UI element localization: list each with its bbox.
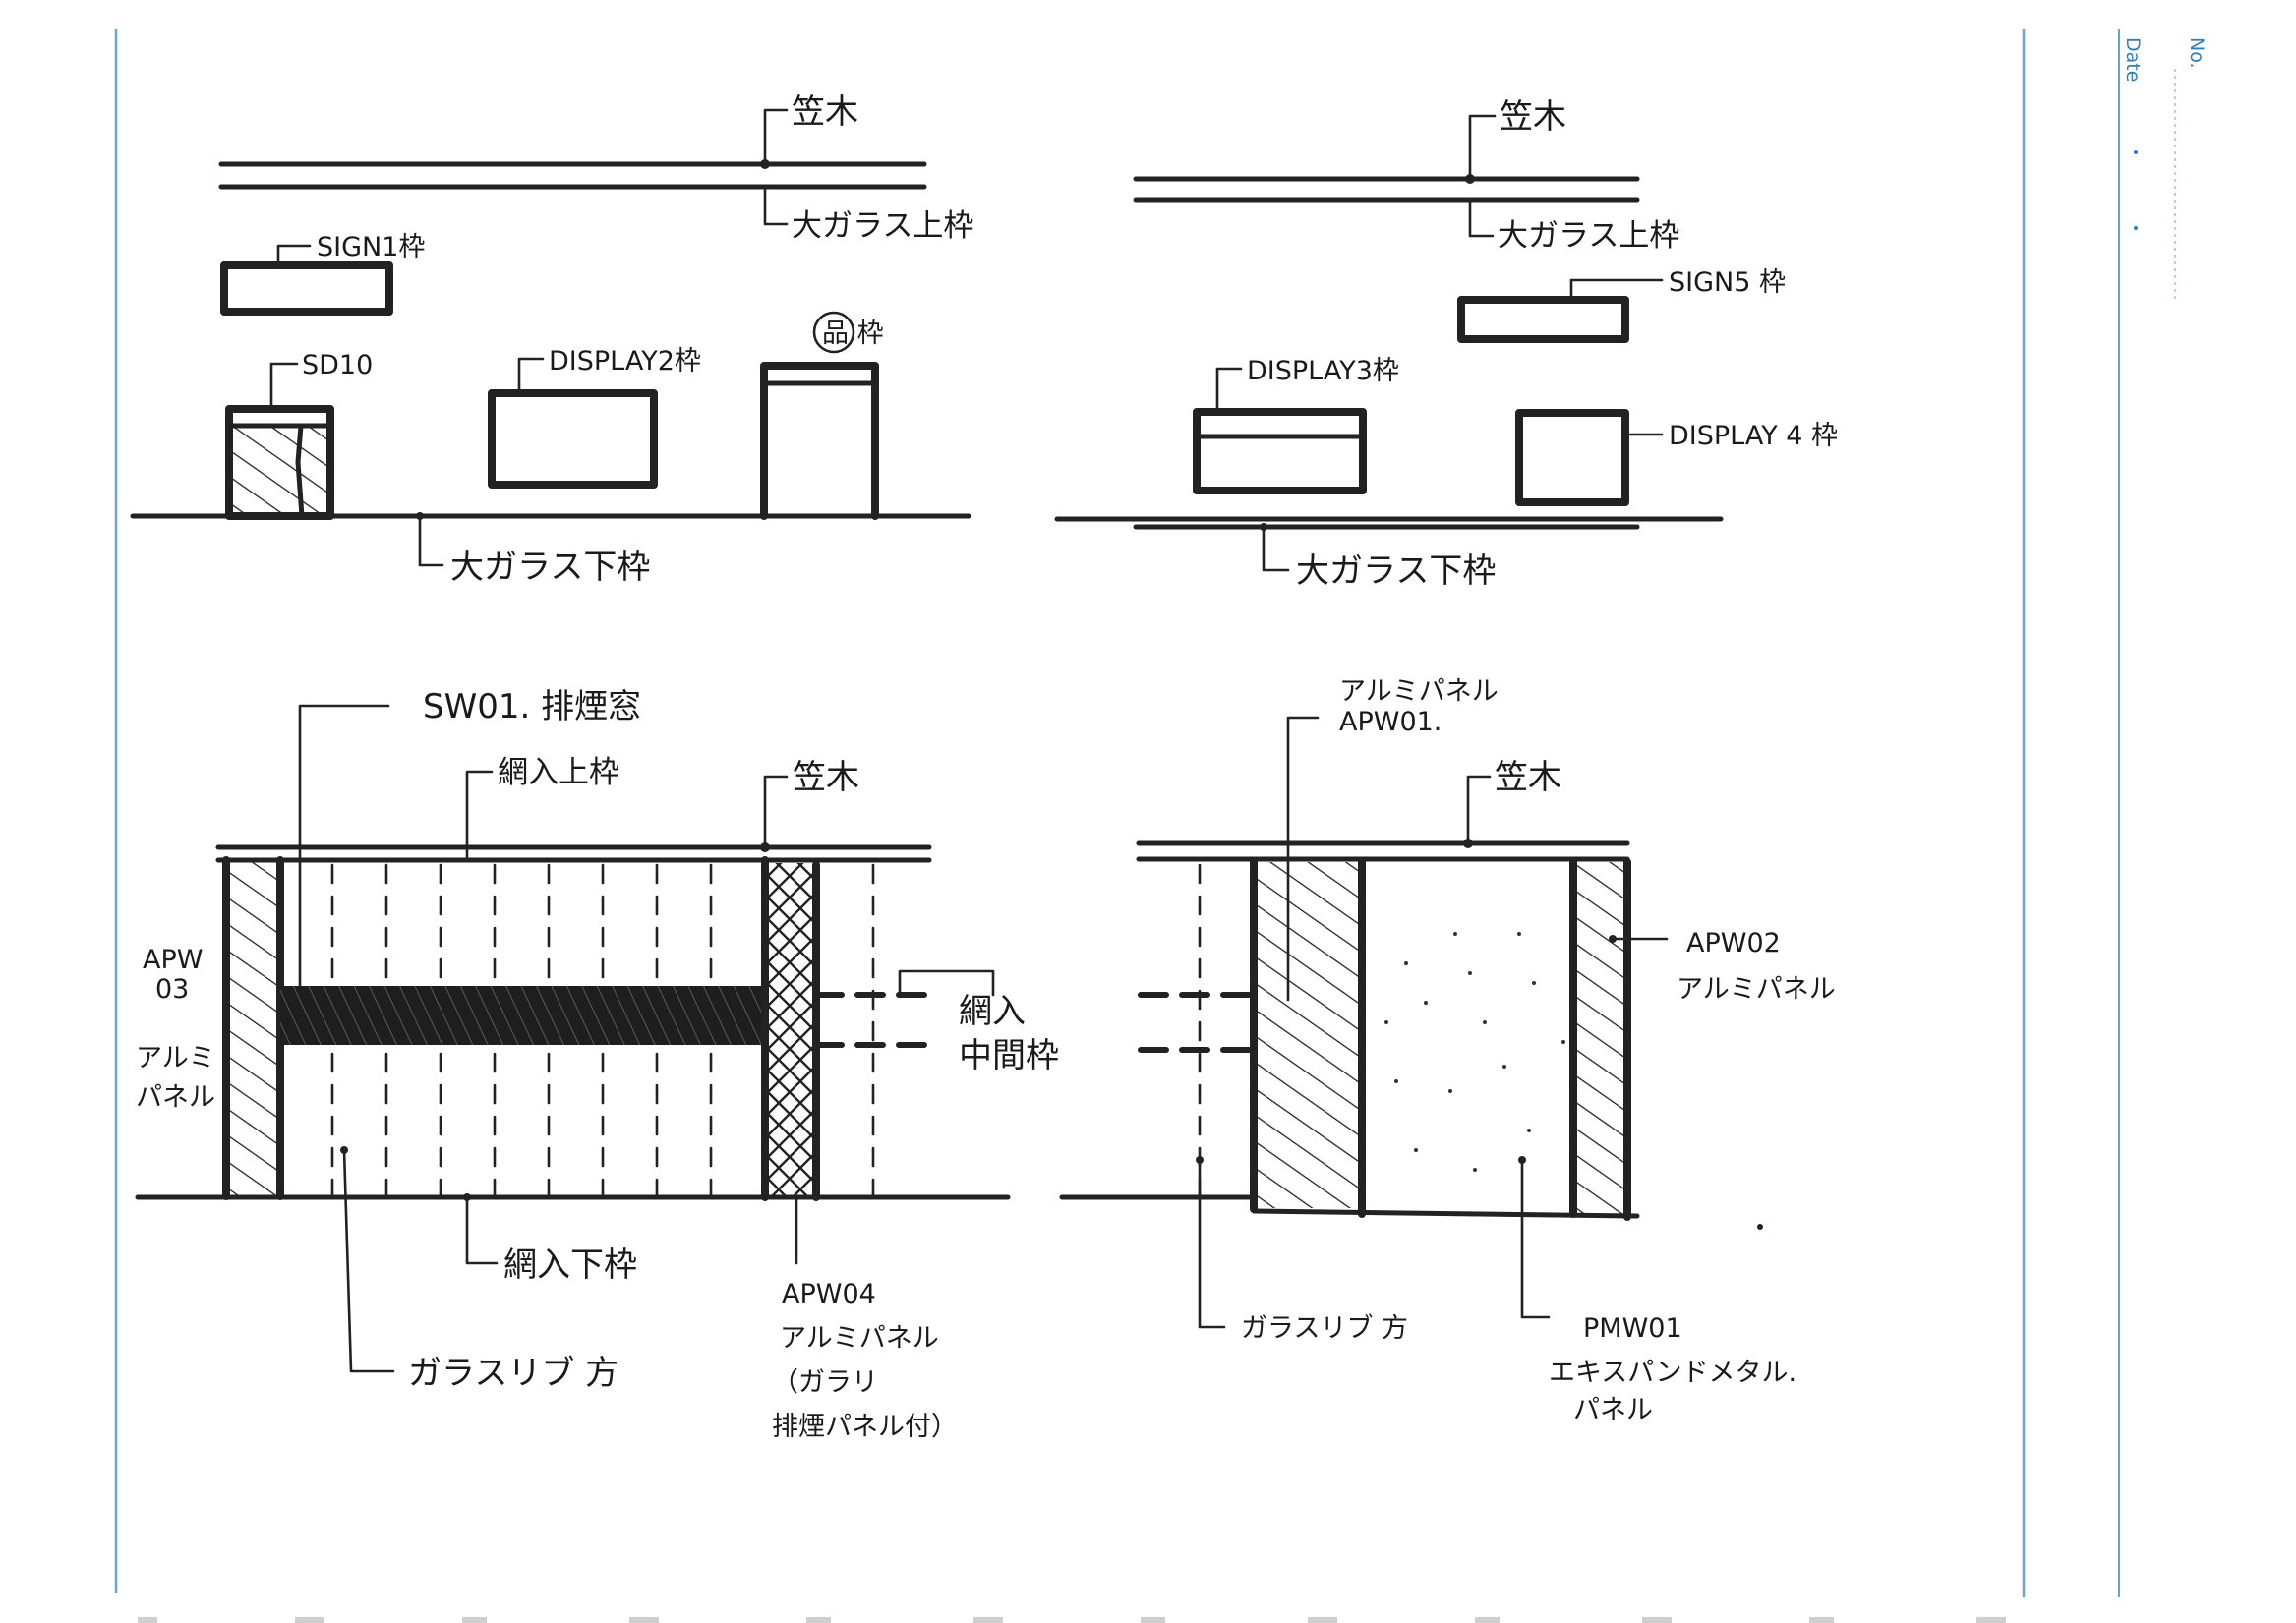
elevation-bottom-left: 笠木 網入 中間枠 SW01. 排煙窓: [135, 687, 1059, 1442]
glass-top-frame-label: 大ガラス上枠: [1498, 218, 1679, 254]
pmw01-label-3: パネル: [1573, 1395, 1653, 1425]
binding-dots: [138, 1617, 2006, 1623]
apw04-label-3: （ガラリ: [772, 1367, 878, 1398]
door-frame-label: 品 枠: [822, 319, 884, 349]
apw02-label-1: APW02: [1686, 928, 1781, 958]
display3-frame: [1193, 408, 1367, 494]
wire-mid-label-2: 中間枠: [959, 1036, 1059, 1075]
kasagi-label: 笠木: [1495, 758, 1561, 797]
wire-top-frame-label: 網入上枠: [498, 755, 619, 790]
apw01-panel-hatch: [1254, 862, 1362, 1208]
apw01-label-1: アルミパネル: [1339, 676, 1499, 707]
kasagi-label: 笠木: [792, 92, 858, 132]
pmw01-label-2: エキスパンドメタル.: [1549, 1358, 1796, 1388]
door-frame-symbol-icon: [812, 311, 855, 354]
alumi-label-2: パネル: [136, 1082, 215, 1113]
smoke-exhaust-window-band: [280, 986, 767, 1045]
apw02-panel-hatch: [1573, 862, 1627, 1214]
wire-mid-label-1: 網入: [959, 992, 1026, 1031]
alumi-label-1: アルミ: [136, 1043, 215, 1073]
apw02-label-2: アルミパネル: [1677, 974, 1836, 1005]
sign5-frame: [1457, 296, 1629, 343]
kasagi-label: 笠木: [793, 758, 859, 797]
display3-label: DISPLAY3枠: [1247, 356, 1399, 386]
sign1-label: SIGN1枠: [317, 232, 425, 262]
glass-bottom-frame-label: 大ガラス下枠: [450, 548, 650, 587]
pmw01-label-1: PMW01: [1583, 1313, 1682, 1344]
header-no-label: No.: [2186, 37, 2208, 69]
elevation-top-left: 笠木 大ガラス上枠 SIGN1枠 SD10 DISPLAY2枠 品 枠 大ガラス…: [130, 92, 973, 587]
apw04-panel-hatch: [765, 863, 816, 1197]
apw04-label-1: APW04: [782, 1279, 876, 1309]
elevation-top-right: 笠木 大ガラス上枠 SIGN5 枠 DISPLAY3枠 DISPLAY 4 枠 …: [1054, 97, 1838, 591]
glass-bottom-frame-label: 大ガラス下枠: [1296, 551, 1496, 591]
kasagi-label: 笠木: [1500, 97, 1566, 137]
apw04-label-4: 排煙パネル付）: [772, 1412, 958, 1442]
display2-frame: [488, 389, 658, 489]
elevation-bottom-right: 笠木 アルミパネル APW01. APW02 アルミパネル: [1059, 676, 1836, 1425]
sd10-door-hatch: [229, 426, 330, 516]
paper-margins: No. Date: [114, 29, 2208, 1597]
apw03-label-1: APW: [143, 945, 203, 975]
display4-frame: [1515, 409, 1629, 506]
header-date-label: Date: [2122, 37, 2144, 82]
sd10-label: SD10: [302, 350, 373, 380]
apw01-label-2: APW01.: [1339, 707, 1442, 737]
sign5-label: SIGN5 枠: [1669, 267, 1786, 298]
display4-label: DISPLAY 4 枠: [1669, 421, 1838, 451]
sign1-frame: [220, 261, 393, 316]
apw03-label-2: 03: [155, 974, 189, 1005]
door-opening-frame: [760, 362, 879, 520]
display2-label: DISPLAY2枠: [549, 346, 701, 377]
glass-top-frame-label: 大ガラス上枠: [792, 208, 973, 244]
glass-rib-label: ガラスリブ 方: [1241, 1313, 1408, 1344]
glass-rib-label: ガラスリブ 方: [408, 1354, 618, 1393]
sw01-label: SW01. 排煙窓: [423, 687, 641, 726]
apw03-panel-hatch: [226, 860, 280, 1196]
expanded-metal-dots: [1384, 932, 1565, 1172]
apw04-label-2: アルミパネル: [780, 1323, 939, 1354]
wire-bottom-frame-label: 網入下枠: [503, 1246, 637, 1285]
